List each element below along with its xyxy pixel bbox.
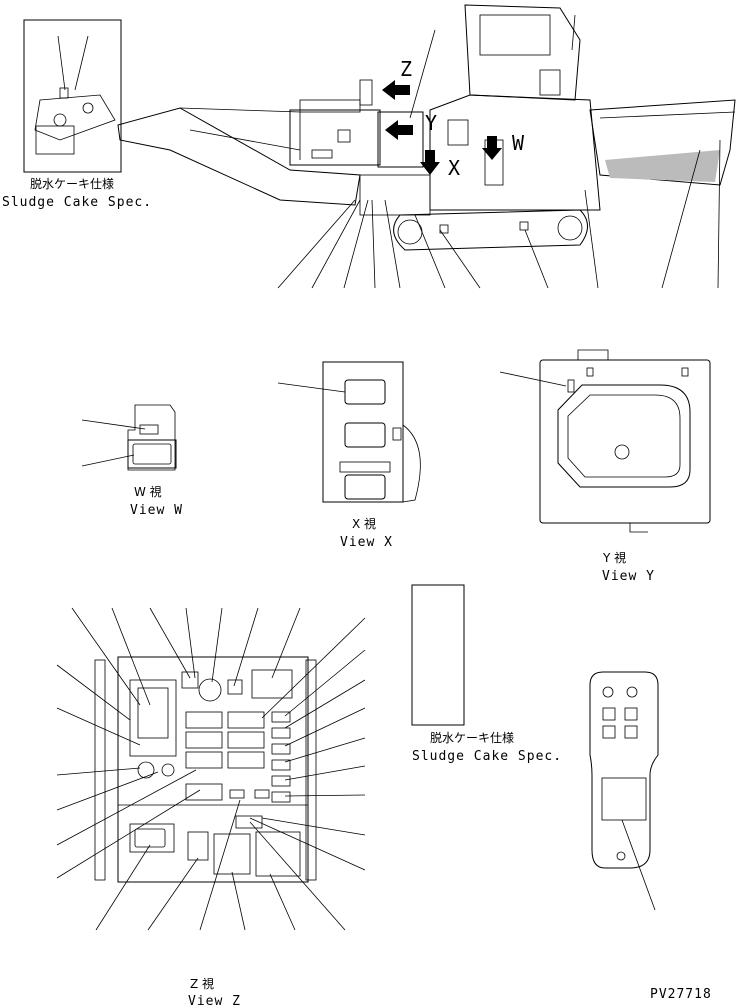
view-x-kanji: X 視	[352, 516, 376, 531]
view-y-drawing	[499, 349, 711, 533]
sludge-plate-drawing	[411, 584, 465, 726]
sludge-note-top-en: Sludge Cake Spec.	[2, 195, 152, 210]
arrow-w-label: W	[512, 131, 525, 155]
remote-controller-drawing	[589, 671, 659, 911]
view-y-kanji: Y 視	[602, 550, 626, 565]
view-arrows: Z Y X W	[359, 57, 525, 180]
arrow-z-icon	[382, 80, 410, 100]
arrow-w-icon	[482, 136, 502, 160]
view-y-label: View Y	[602, 569, 655, 584]
arrow-x-icon	[420, 150, 440, 175]
view-z-label: View Z	[188, 994, 241, 1008]
sludge-note-mid-jp: 脱水ケーキ仕様	[430, 730, 514, 745]
arrow-y-label: Y	[425, 111, 438, 135]
sludge-note-top-jp: 脱水ケーキ仕様	[30, 176, 114, 191]
view-w-label: View W	[130, 503, 183, 518]
sludge-note-mid-en: Sludge Cake Spec.	[412, 749, 562, 764]
sludge-cake-inset	[23, 19, 122, 173]
view-z-leaders	[56, 607, 366, 931]
view-w-kanji: W 視	[134, 484, 162, 499]
switch-grid	[185, 711, 291, 803]
view-x-drawing	[277, 361, 421, 503]
view-w-drawing	[81, 404, 177, 471]
arrow-y-icon	[385, 120, 413, 140]
view-z-drawing	[94, 656, 317, 883]
arrow-z-label: Z	[400, 57, 413, 81]
view-z-kanji: Z 視	[190, 976, 214, 991]
arrow-x-label: X	[448, 156, 461, 180]
view-x-label: View X	[340, 535, 393, 550]
drawing-number: PV27718	[650, 987, 712, 1002]
machine-side-view	[117, 4, 736, 289]
